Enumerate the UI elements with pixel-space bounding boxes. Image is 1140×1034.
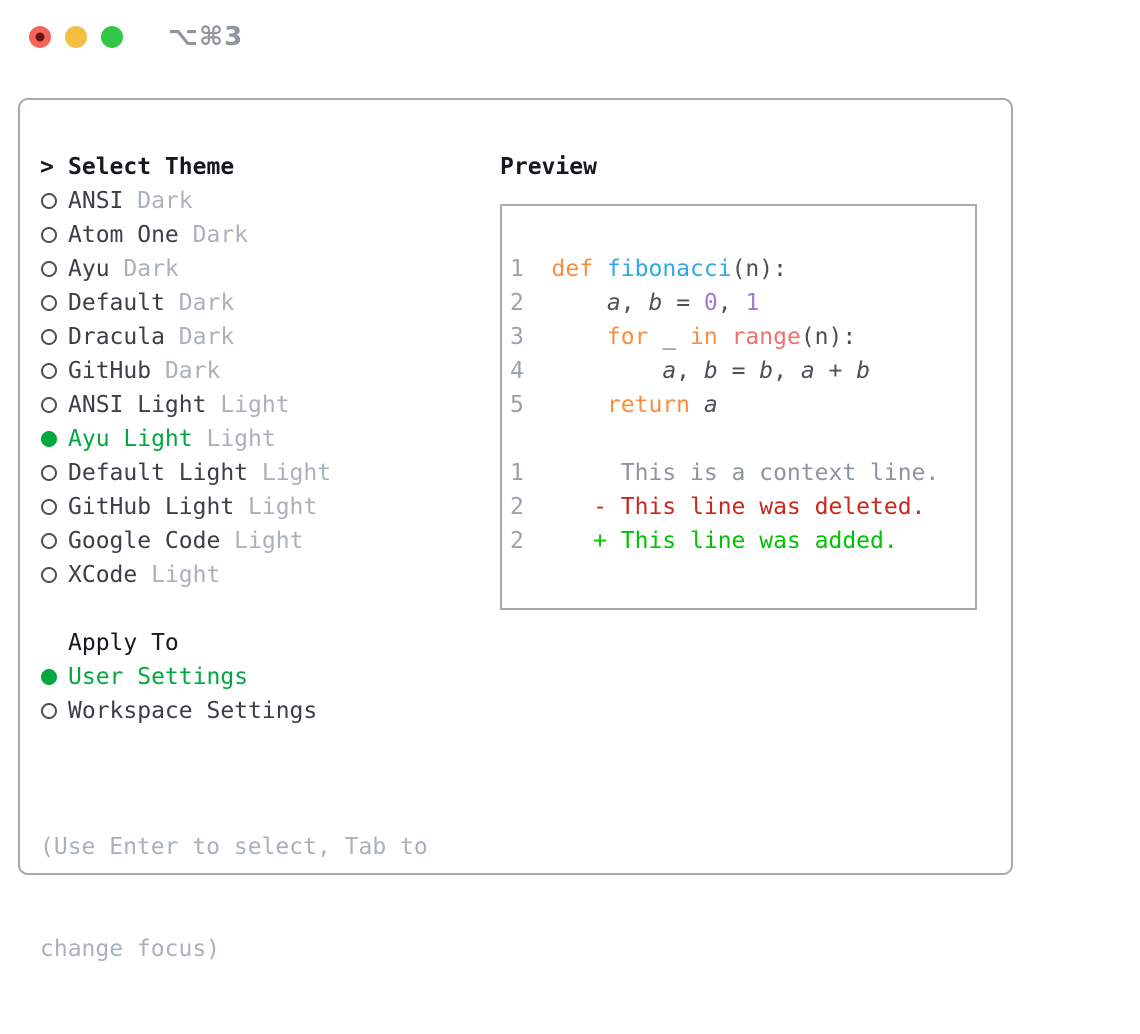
spacer: [40, 728, 500, 762]
theme-option[interactable]: GitHub Light Light: [40, 490, 500, 524]
option-label: Default: [68, 290, 165, 316]
option-variant-label: Light: [206, 392, 290, 418]
window-shortcut-label: ⌥⌘3: [168, 22, 244, 52]
apply-to-title: Apply To: [68, 630, 179, 656]
option-label: Atom One: [68, 222, 179, 248]
radio-icon: [40, 465, 68, 481]
line-number: 1: [510, 256, 524, 282]
pointer-icon: >: [40, 154, 54, 180]
spacer: [40, 592, 500, 626]
radio-icon: [40, 499, 68, 515]
option-label: XCode: [68, 562, 138, 588]
minimize-button[interactable]: [65, 26, 87, 48]
option-variant-label: Dark: [151, 358, 221, 384]
option-variant-label: Light: [220, 528, 304, 554]
line-number: 3: [510, 324, 524, 350]
radio-icon: [40, 397, 68, 413]
option-label: ANSI: [68, 188, 124, 214]
option-variant-label: Light: [234, 494, 318, 520]
theme-option[interactable]: Ayu Dark: [40, 252, 500, 286]
option-variant-label: Light: [192, 426, 276, 452]
option-variant-label: Dark: [123, 188, 193, 214]
line-number: 2: [510, 290, 524, 316]
option-label: Ayu Light: [68, 426, 193, 452]
preview-heading: Preview: [500, 154, 597, 180]
radio-icon: [40, 329, 68, 345]
option-label: Google Code: [68, 528, 221, 554]
option-variant-label: Light: [248, 460, 332, 486]
theme-option[interactable]: Default Dark: [40, 286, 500, 320]
diff-deleted-line: 2 - This line was deleted.: [510, 490, 971, 524]
hint-line-1: (Use Enter to select, Tab to: [40, 834, 428, 860]
radio-icon: [40, 567, 68, 583]
apply-to-heading: Apply To: [40, 626, 500, 660]
radio-icon: [40, 295, 68, 311]
radio-icon: [40, 261, 68, 277]
radio-selected-icon: [40, 669, 68, 685]
line-number: 5: [510, 392, 524, 418]
title-bar: ⌥⌘3: [0, 0, 1140, 98]
option-label: Ayu: [68, 256, 110, 282]
theme-option[interactable]: ANSI Dark: [40, 184, 500, 218]
apply-option[interactable]: Workspace Settings: [40, 694, 500, 728]
code-line: 2 a, b = 0, 1: [510, 286, 971, 320]
close-dot-icon: [35, 32, 45, 42]
theme-option[interactable]: GitHub Dark: [40, 354, 500, 388]
option-variant-label: Light: [137, 562, 221, 588]
option-label: Default Light: [68, 460, 249, 486]
option-label: GitHub: [68, 358, 152, 384]
line-number: 1: [510, 460, 524, 486]
select-theme-heading: > Select Theme: [40, 150, 500, 184]
radio-icon: [40, 227, 68, 243]
option-label: GitHub Light: [68, 494, 235, 520]
diff-added-line: 2 + This line was added.: [510, 524, 971, 558]
traffic-lights: [29, 26, 123, 48]
theme-option[interactable]: Ayu Light Light: [40, 422, 500, 456]
theme-option[interactable]: Dracula Dark: [40, 320, 500, 354]
line-number: 2: [510, 528, 524, 554]
option-variant-label: Dark: [178, 222, 249, 248]
line-number: 4: [510, 358, 524, 384]
code-line: 4 a, b = b, a + b: [510, 354, 971, 388]
theme-option[interactable]: Atom One Dark: [40, 218, 500, 252]
hint-text: (Use Enter to select, Tab to change focu…: [40, 762, 500, 1034]
radio-icon: [40, 703, 68, 719]
hint-line-2: change focus): [40, 936, 221, 962]
option-label: ANSI Light: [68, 392, 207, 418]
theme-option[interactable]: Default Light Light: [40, 456, 500, 490]
code-line: 3 for _ in range(n):: [510, 320, 971, 354]
option-variant-label: Dark: [164, 290, 235, 316]
theme-option[interactable]: XCode Light: [40, 558, 500, 592]
radio-selected-icon: [40, 431, 68, 447]
blank-line: [510, 422, 971, 456]
line-number: 2: [510, 494, 524, 520]
option-variant-label: Dark: [109, 256, 179, 282]
code-line: 5 return a: [510, 388, 971, 422]
apply-option[interactable]: User Settings: [40, 660, 500, 694]
radio-icon: [40, 363, 68, 379]
radio-icon: [40, 533, 68, 549]
theme-option[interactable]: ANSI Light Light: [40, 388, 500, 422]
option-label: Workspace Settings: [68, 698, 318, 724]
theme-option[interactable]: Google Code Light: [40, 524, 500, 558]
option-label: User Settings: [68, 664, 249, 690]
close-button[interactable]: [29, 26, 51, 48]
option-variant-label: Dark: [164, 324, 235, 350]
radio-icon: [40, 193, 68, 209]
select-theme-title: Select Theme: [68, 154, 235, 180]
zoom-button[interactable]: [101, 26, 123, 48]
option-label: Dracula: [68, 324, 165, 350]
diff-context-line: 1 This is a context line.: [510, 456, 971, 490]
